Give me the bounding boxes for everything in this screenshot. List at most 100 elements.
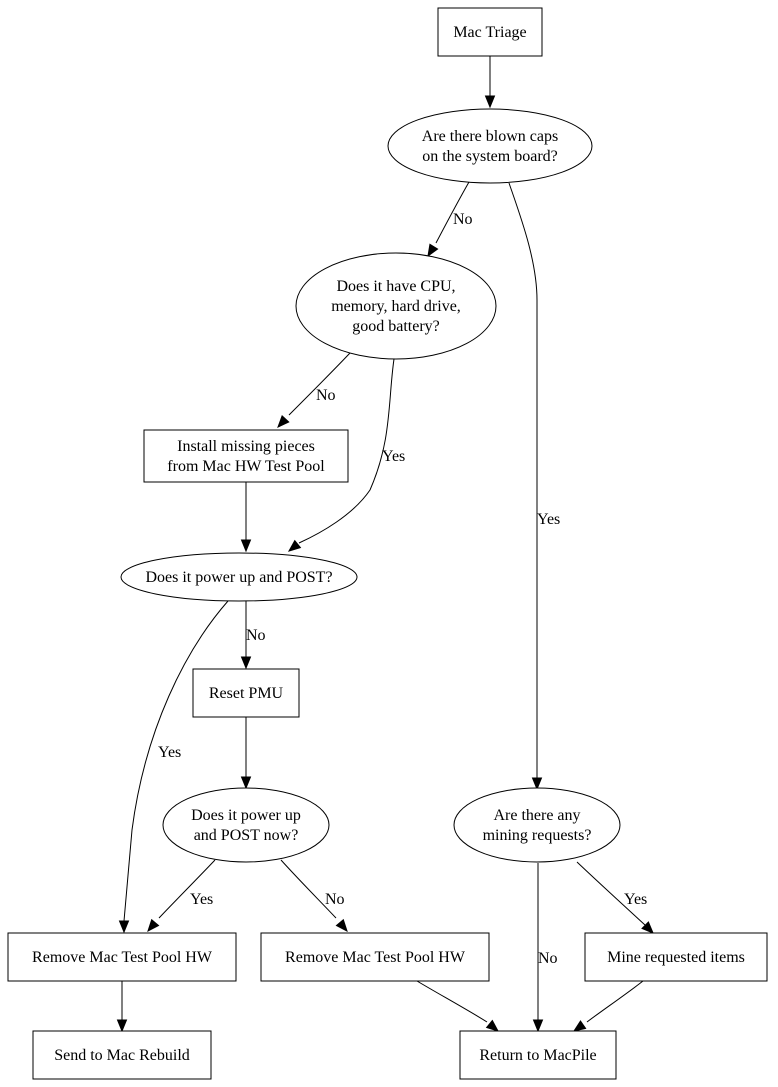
decision-ellipse: [295, 252, 497, 360]
node-power-post-now[interactable]: Does it power up and POST now?: [162, 787, 330, 863]
node-label: Are there any: [493, 807, 580, 824]
edge-mine-items-to-return-macpile: [572, 980, 644, 1032]
edge-power-post-to-remove-hw-1: Yes: [118, 600, 229, 934]
arrowhead-icon: [427, 243, 439, 258]
arrowhead-icon: [277, 414, 290, 428]
node-label: Mine requested items: [607, 949, 745, 966]
edge-label: Yes: [624, 891, 647, 908]
edge-line: [586, 980, 644, 1023]
node-remove-hw-2[interactable]: Remove Mac Test Pool HW: [260, 932, 490, 982]
edge-line: [298, 358, 395, 544]
arrowhead-icon: [147, 918, 160, 933]
process-box: [192, 668, 300, 718]
process-box: [459, 1030, 617, 1080]
decision-ellipse: [453, 787, 621, 863]
arrowhead-icon: [240, 776, 252, 790]
node-power-post[interactable]: Does it power up and POST?: [120, 552, 358, 602]
decision-ellipse: [387, 108, 593, 184]
node-remove-hw-1[interactable]: Remove Mac Test Pool HW: [7, 932, 237, 982]
node-return-macpile[interactable]: Return to MacPile: [459, 1030, 617, 1080]
node-blown-caps[interactable]: Are there blown caps on the system board?: [387, 108, 593, 184]
edge-label: Yes: [158, 744, 181, 761]
edge-label: No: [325, 891, 345, 908]
edge-line: [435, 181, 470, 244]
process-box: [584, 932, 768, 982]
edge-label: No: [246, 627, 266, 644]
edge-line: [158, 859, 216, 919]
node-label: Return to MacPile: [479, 1047, 596, 1064]
arrowhead-icon: [240, 539, 252, 553]
arrowhead-icon: [531, 777, 543, 791]
edge-remove-hw-1-to-send-rebuild: [116, 981, 128, 1033]
edge-label: No: [453, 211, 473, 228]
node-send-rebuild[interactable]: Send to Mac Rebuild: [32, 1030, 212, 1080]
node-label: Send to Mac Rebuild: [54, 1047, 190, 1064]
node-label: Remove Mac Test Pool HW: [32, 949, 213, 966]
edge-install-missing-to-power-post: [240, 482, 252, 553]
edge-reset-pmu-to-power-post-now: [240, 717, 252, 790]
decision-ellipse: [120, 552, 358, 602]
node-label: Remove Mac Test Pool HW: [285, 949, 466, 966]
arrowhead-icon: [335, 918, 348, 933]
edge-line: [576, 861, 646, 926]
node-label: from Mac HW Test Pool: [167, 458, 325, 475]
edge-line: [280, 859, 337, 919]
edge-line: [508, 182, 538, 778]
arrowhead-icon: [116, 1019, 128, 1033]
edge-mac-triage-to-blown-caps: [484, 56, 496, 109]
edge-label: No: [538, 950, 558, 967]
node-label: Does it power up and POST?: [145, 569, 332, 586]
node-label: Are there blown caps: [422, 128, 558, 145]
edge-blown-caps-to-mining-requests: Yes: [508, 182, 560, 791]
edge-mining-requests-to-mine-items: Yes: [576, 861, 654, 934]
node-label: on the system board?: [422, 148, 558, 165]
arrowhead-icon: [118, 920, 130, 934]
arrowhead-icon: [484, 95, 496, 109]
node-has-parts[interactable]: Does it have CPU, memory, hard drive, good…: [295, 252, 497, 360]
edge-line: [123, 600, 229, 922]
edge-label: Yes: [537, 511, 560, 528]
process-box: [437, 7, 543, 57]
process-box: [32, 1030, 212, 1080]
edge-label: Yes: [190, 891, 213, 908]
arrowhead-icon: [532, 1019, 544, 1033]
node-install-missing[interactable]: Install missing pieces from Mac HW Test P…: [143, 429, 349, 483]
node-mining-requests[interactable]: Are there any mining requests?: [453, 787, 621, 863]
edge-label: Yes: [382, 448, 405, 465]
arrowhead-icon: [240, 656, 252, 670]
node-label: Install missing pieces: [177, 438, 315, 455]
node-label: Does it power up: [191, 807, 301, 824]
node-mac-triage[interactable]: Mac Triage: [437, 7, 543, 57]
edge-label: No: [316, 387, 336, 404]
edge-mining-requests-to-return-macpile: No: [532, 863, 558, 1033]
arrowhead-icon: [287, 539, 302, 552]
edge-power-post-now-to-remove-hw-2: No: [280, 859, 348, 933]
edge-line: [416, 980, 488, 1023]
edge-power-post-now-to-remove-hw-1: Yes: [147, 859, 216, 933]
process-box: [260, 932, 490, 982]
node-label: Does it have CPU,: [336, 278, 455, 295]
decision-ellipse: [162, 787, 330, 863]
node-label: mining requests?: [483, 827, 592, 844]
node-mine-items[interactable]: Mine requested items: [584, 932, 768, 982]
arrowhead-icon: [572, 1020, 587, 1032]
edge-has-parts-to-power-post: Yes: [287, 358, 405, 552]
edge-blown-caps-to-has-parts: No: [427, 181, 473, 258]
edge-power-post-to-reset-pmu: No: [240, 601, 266, 670]
arrowhead-icon: [485, 1019, 500, 1032]
node-label: and POST now?: [194, 827, 299, 844]
process-box: [7, 932, 237, 982]
arrowhead-icon: [641, 921, 654, 934]
node-label: Mac Triage: [453, 24, 526, 41]
edge-remove-hw-2-to-return-macpile: [416, 980, 500, 1032]
process-box: [143, 429, 349, 483]
node-reset-pmu[interactable]: Reset PMU: [192, 668, 300, 718]
node-label: memory, hard drive,: [331, 298, 461, 315]
edge-line: [288, 352, 351, 416]
node-label: Reset PMU: [209, 685, 284, 702]
edge-has-parts-to-install-missing: No: [277, 352, 351, 428]
node-label: good battery?: [352, 318, 440, 335]
